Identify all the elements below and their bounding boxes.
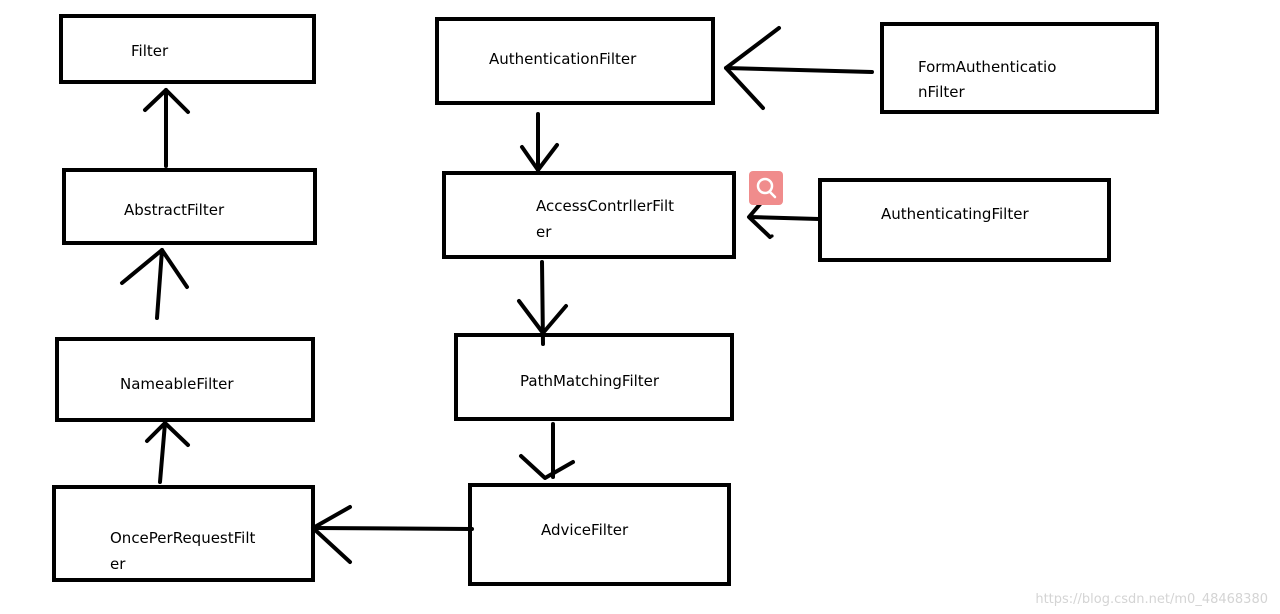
arrow-auth-to-access: [520, 112, 559, 172]
node-access-controller-filter: AccessContrllerFilt er: [442, 171, 736, 259]
search-icon: [756, 177, 777, 199]
node-filter-label: Filter: [131, 42, 169, 60]
node-authentication-filter-label: AuthenticationFilter: [489, 50, 637, 68]
arrow-form-to-auth: [724, 26, 874, 110]
node-form-authentication-filter-label-line1: FormAuthenticatio: [918, 58, 1056, 76]
node-abstract-filter: AbstractFilter: [62, 168, 317, 245]
node-authenticating-filter-label: AuthenticatingFilter: [881, 205, 1029, 223]
node-access-controller-filter-label-line2: er: [536, 223, 552, 241]
node-authenticating-filter: AuthenticatingFilter: [818, 178, 1111, 262]
node-nameable-filter: NameableFilter: [55, 337, 315, 422]
node-advice-filter: AdviceFilter: [468, 483, 731, 586]
node-filter: Filter: [59, 14, 316, 84]
node-path-matching-filter-label: PathMatchingFilter: [520, 372, 660, 390]
node-form-authentication-filter-label-line2: nFilter: [918, 83, 965, 101]
arrow-abstract-to-filter: [143, 88, 190, 168]
arrow-onceper-to-nameable: [145, 421, 190, 484]
watermark: https://blog.csdn.net/m0_48468380: [1035, 592, 1268, 607]
arrow-advice-to-onceper: [311, 505, 474, 564]
node-access-controller-filter-label-line1: AccessContrllerFilt: [536, 197, 674, 215]
arrow-path-to-advice: [519, 422, 575, 480]
node-once-per-request-filter-label-line2: er: [110, 555, 126, 573]
node-form-authentication-filter: FormAuthenticatio nFilter: [880, 22, 1159, 114]
node-abstract-filter-label: AbstractFilter: [124, 201, 225, 219]
cursor-dot: [770, 234, 774, 238]
node-advice-filter-label: AdviceFilter: [541, 521, 629, 539]
node-nameable-filter-label: NameableFilter: [120, 375, 234, 393]
arrow-access-to-path: [517, 260, 568, 346]
arrow-nameable-to-abstract: [120, 248, 189, 320]
node-once-per-request-filter: OncePerRequestFilt er: [52, 485, 315, 582]
node-path-matching-filter: PathMatchingFilter: [454, 333, 734, 421]
node-authentication-filter: AuthenticationFilter: [435, 17, 715, 105]
search-badge[interactable]: [749, 171, 783, 205]
node-once-per-request-filter-label-line1: OncePerRequestFilt: [110, 529, 255, 547]
